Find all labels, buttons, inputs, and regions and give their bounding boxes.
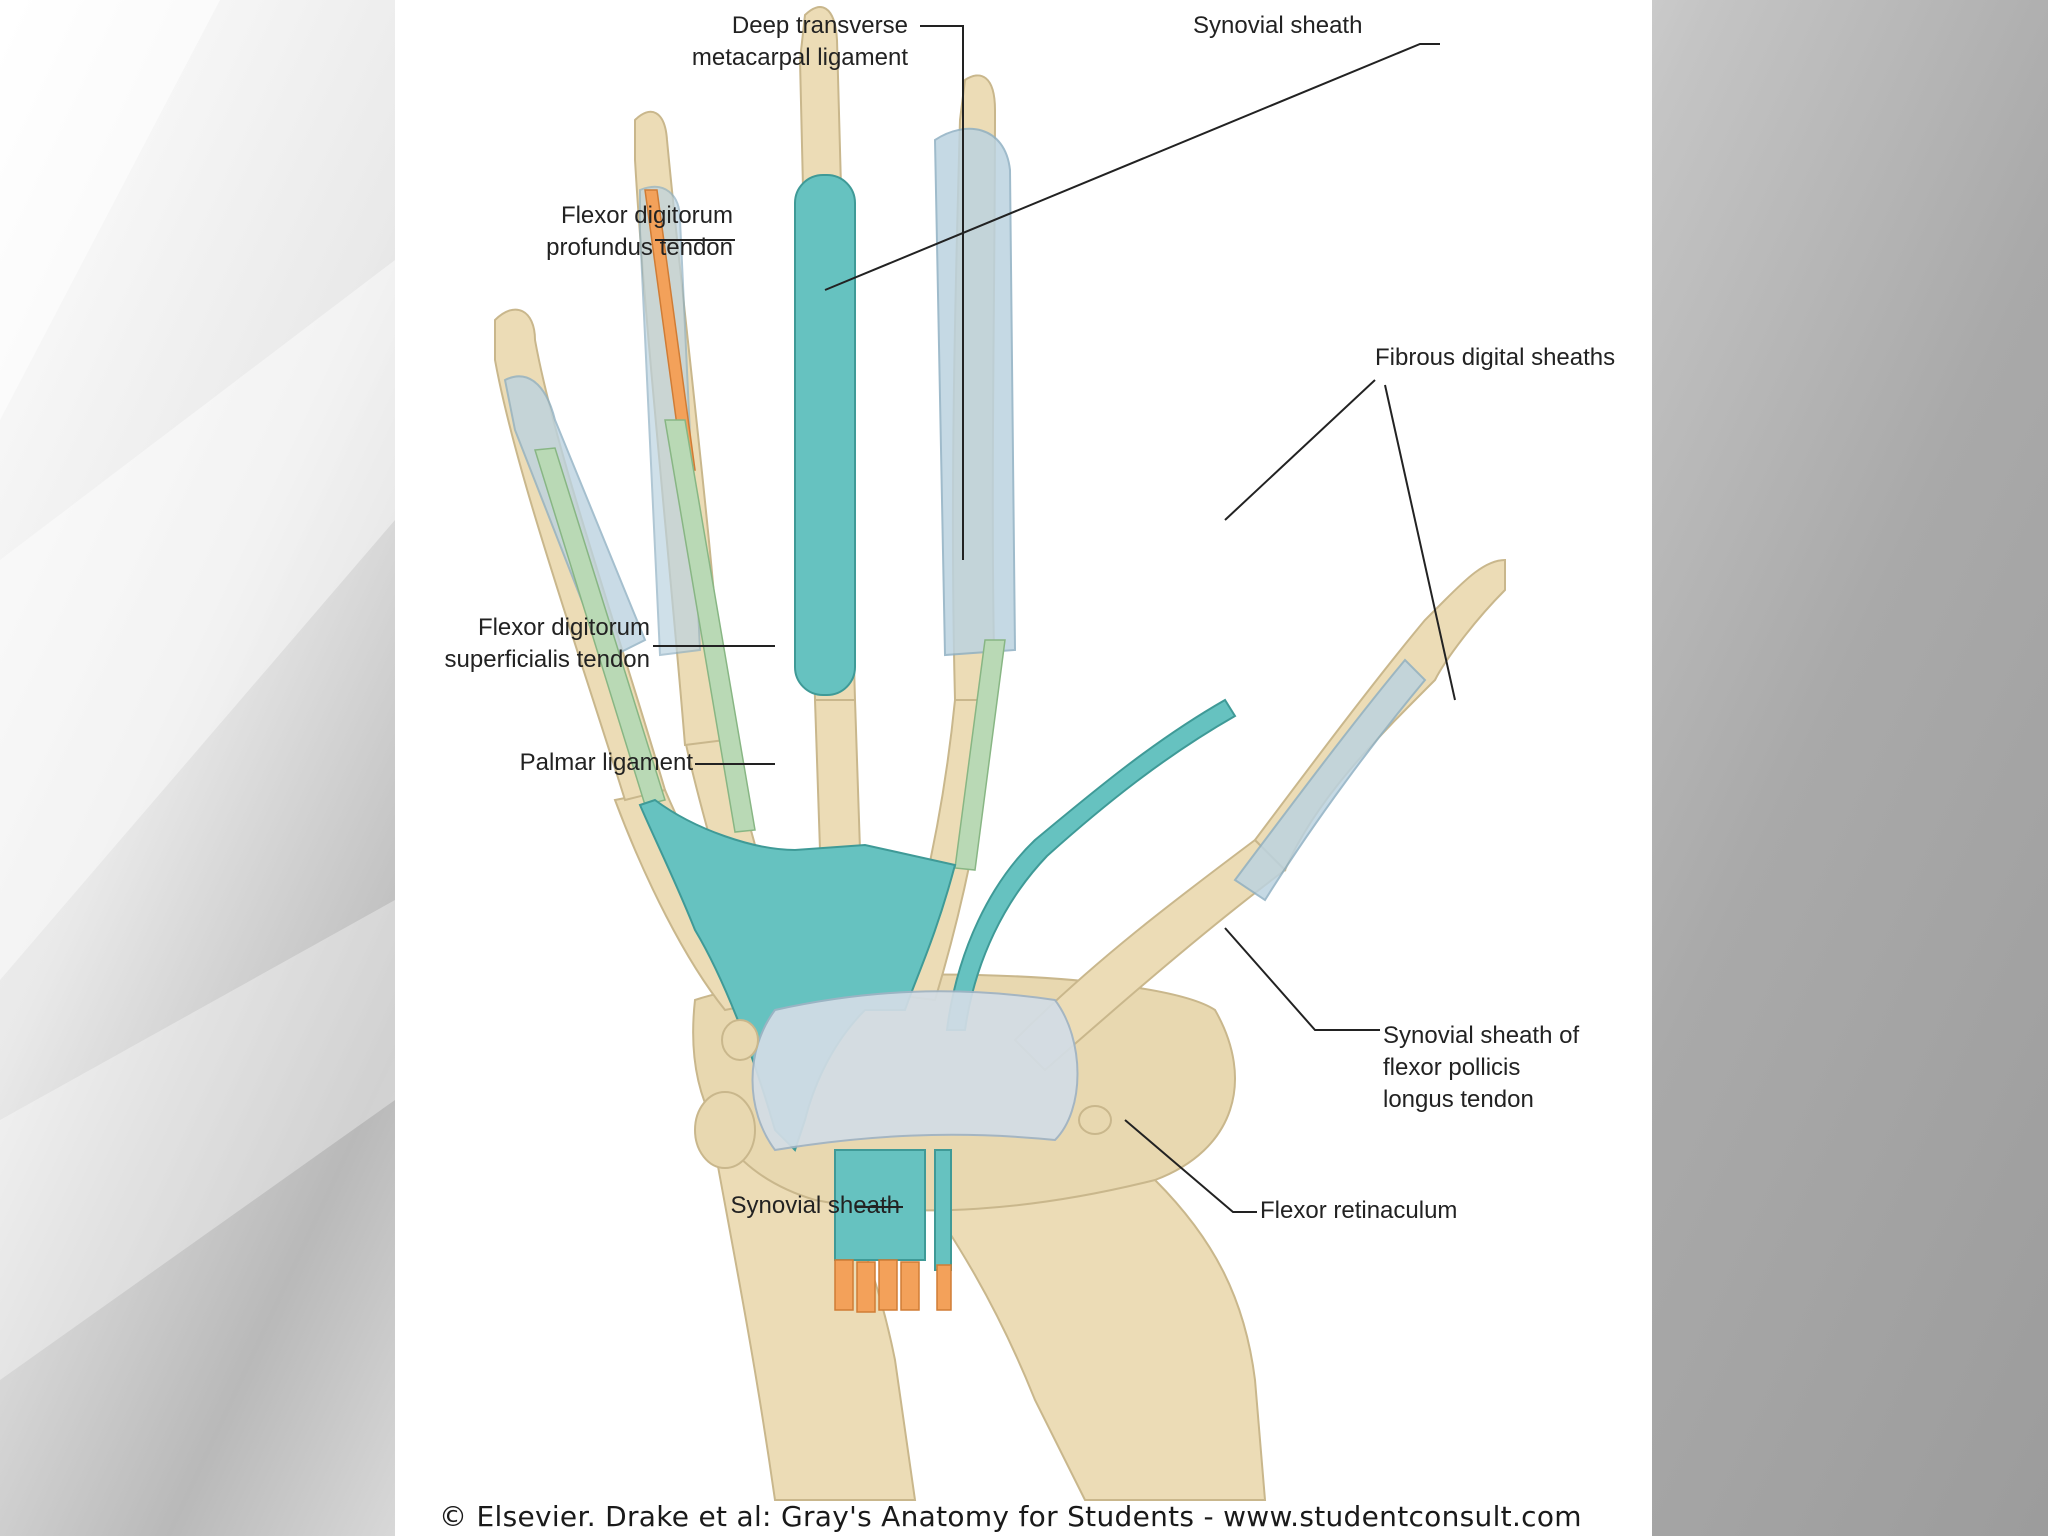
label-synovial-sheath-top: Synovial sheath	[1193, 12, 1363, 39]
fds-tendon-little	[534, 447, 666, 806]
fds-tendon-index	[954, 639, 1006, 871]
radius-bone	[913, 1179, 1267, 1501]
pisiform-bone	[694, 1091, 756, 1169]
leader-fibrous-2	[1384, 384, 1456, 701]
label-fibrous-sheaths: Fibrous digital sheaths	[1375, 344, 1616, 371]
fpl-tendon-wrist	[934, 1149, 952, 1271]
flexor-retinaculum-band	[751, 990, 1079, 1152]
hand-illustration	[494, 6, 1506, 1501]
label-fdp-tendon: Flexor digitorum profundus tendon	[546, 202, 733, 261]
leader-deep-transverse	[920, 25, 964, 560]
figure-panel: Deep transverse metacarpal ligament Syno…	[395, 0, 1652, 1536]
fds-tendon-ring	[664, 419, 756, 833]
fpl-synovial-sheath	[945, 698, 1237, 1031]
label-synovial-sheath-bottom: Synovial sheath	[730, 1192, 900, 1219]
leader-retinaculum	[1124, 1119, 1257, 1213]
label-fpl-sheath: Synovial sheath of flexor pollicis longu…	[1383, 1022, 1580, 1113]
label-deep-transverse: Deep transverse metacarpal ligament	[691, 12, 908, 71]
label-palmar-ligament: Palmar ligament	[519, 749, 693, 776]
label-flexor-retinaculum: Flexor retinaculum	[1260, 1197, 1458, 1224]
synovial-sheath-wrist	[834, 1149, 926, 1261]
leader-lines	[653, 25, 1456, 1213]
leader-fibrous-1	[1224, 379, 1376, 521]
fdp-tendon	[644, 189, 696, 471]
cut-tendon-ends	[834, 1259, 952, 1313]
synovial-sheath-middle	[794, 174, 856, 696]
hook-of-hamate	[721, 1019, 759, 1061]
trapezium-tubercle	[1078, 1105, 1112, 1135]
fibrous-sheath-thumb	[1233, 658, 1427, 902]
copyright-caption: © Elsevier. Drake et al: Gray's Anatomy …	[439, 1500, 1582, 1533]
label-fds-tendon: Flexor digitorum superficialis tendon	[444, 614, 650, 673]
leader-synovial-top	[824, 43, 1440, 291]
fibrous-sheath-index	[933, 127, 1017, 657]
leader-fpl-sheath	[1224, 927, 1380, 1031]
